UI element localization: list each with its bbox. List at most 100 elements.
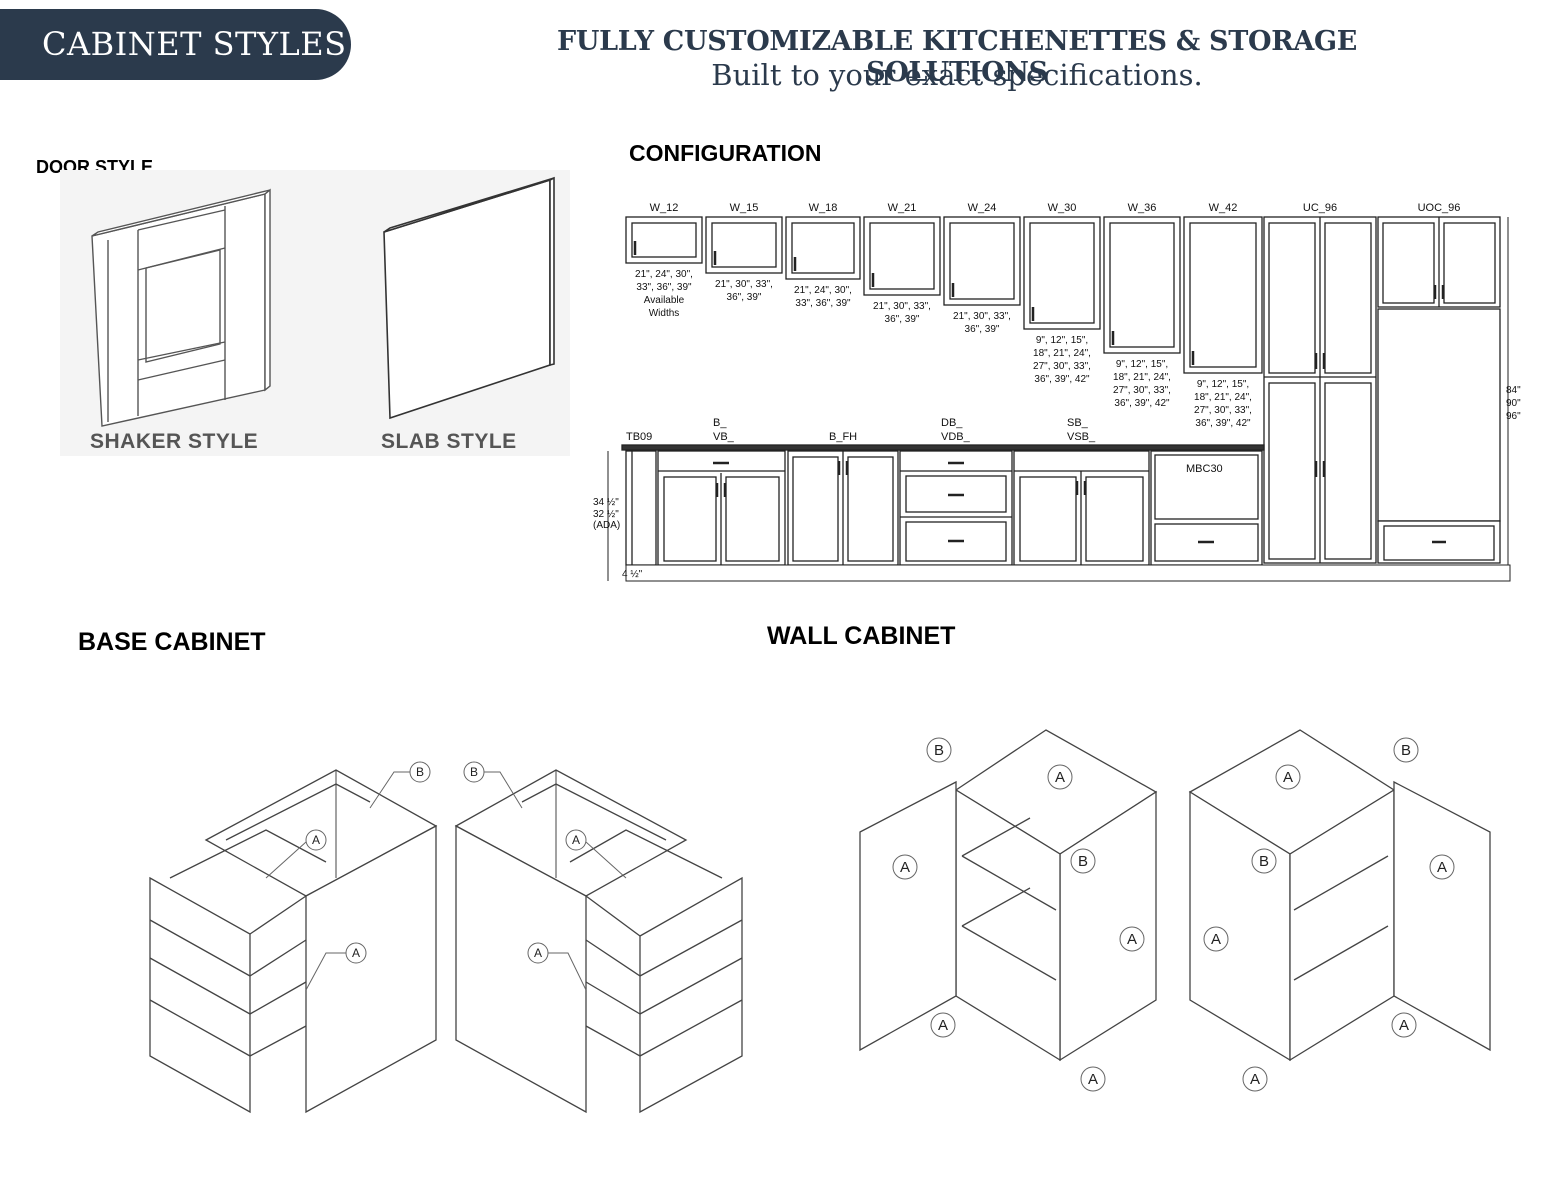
wall-cabinet-door-panel <box>1189 222 1257 368</box>
wall-unit-code: W_30 <box>1048 202 1077 214</box>
wall-callout: A <box>1250 1071 1260 1088</box>
base-height-34: 34 ½" <box>593 497 619 508</box>
wall-unit-width-line: 36", 39" <box>885 314 920 325</box>
tall-height-84: 84" <box>1506 385 1521 396</box>
wall-cabinet-box <box>1103 216 1181 354</box>
wall-cabinet-callouts <box>892 737 1455 1092</box>
callout-circle <box>305 829 327 851</box>
base-callout-b1: B <box>416 765 424 779</box>
wall-cabinet-box <box>625 216 703 264</box>
wall-unit-width-line: 36", 39", 42" <box>1114 398 1170 409</box>
wall-unit-width-line: 36", 39" <box>965 324 1000 335</box>
wall-cabinet-heading: WALL CABINET <box>767 622 956 650</box>
wall-unit-width-line: 21", 30", 33", <box>873 301 931 312</box>
wall-unit-code: W_15 <box>730 202 759 214</box>
wall-unit-code: UC_96 <box>1303 202 1337 214</box>
wall-cabinet-door-panel <box>1109 222 1175 348</box>
wall-cabinet-door-panel <box>949 222 1015 300</box>
wall-unit-code: W_18 <box>809 202 838 214</box>
wall-unit-width-line: 33", 36", 39" <box>795 298 851 309</box>
door-style-panel: SHAKER STYLE SLAB STYLE <box>60 170 570 456</box>
wall-unit-width-line: 18", 21", 24", <box>1033 348 1091 359</box>
wall-unit-width-line: 18", 21", 24", <box>1194 392 1252 403</box>
wall-callout: A <box>900 859 910 876</box>
base-label-db: DB_ <box>941 417 963 429</box>
base-label-tb09: TB09 <box>626 431 652 443</box>
base-cabinets <box>607 444 1511 582</box>
wall-unit-code: W_21 <box>888 202 917 214</box>
base-label-b: B_ <box>713 417 727 429</box>
wall-callout: A <box>1055 769 1065 786</box>
wall-unit-width-line: 21", 30", 33", <box>953 311 1011 322</box>
wall-unit-width-line: 27", 30", 33", <box>1113 385 1171 396</box>
base-label-mbc30: MBC30 <box>1186 463 1223 475</box>
wall-callout: A <box>1283 769 1293 786</box>
wall-unit-code: W_12 <box>650 202 679 214</box>
base-label-vdb: VDB_ <box>941 431 971 443</box>
wall-unit-width-line: 21", 30", 33", <box>715 279 773 290</box>
wall-unit-width-line: 21", 24", 30", <box>635 269 693 280</box>
toe-kick-height: 4 ½" <box>622 569 643 580</box>
base-label-sb: SB_ <box>1067 417 1089 429</box>
base-cabinet-drawings: A B A B A A <box>149 761 743 1114</box>
wall-unit-code: W_24 <box>968 202 997 214</box>
wall-cabinet-box <box>863 216 941 296</box>
wall-unit-width-line: 9", 12", 15", <box>1197 379 1249 390</box>
tall-height-90: 90" <box>1506 398 1521 409</box>
wall-cabinet-door-panel <box>869 222 935 290</box>
door-illustrations <box>91 176 555 427</box>
slab-style-label: SLAB STYLE <box>381 430 517 453</box>
tall-height-96: 96" <box>1506 411 1521 422</box>
base-callout-a2: A <box>352 946 360 960</box>
shaker-style-label: SHAKER STYLE <box>90 430 259 453</box>
configuration-heading: CONFIGURATION <box>629 140 822 166</box>
tall-cabinets <box>1263 216 1509 580</box>
base-callout-b2: B <box>470 765 478 779</box>
wall-cabinet-drawings: B A A B A A A B A B A A A A <box>859 729 1491 1092</box>
wall-cabinets <box>625 216 1263 374</box>
wall-unit-width-line: 21", 24", 30", <box>794 285 852 296</box>
wall-callout: A <box>1437 859 1447 876</box>
base-callout-a1: A <box>312 833 320 847</box>
wall-unit-width-line: 36", 39", 42" <box>1034 374 1090 385</box>
callout-circle <box>565 829 587 851</box>
wall-cabinet-box <box>1023 216 1101 330</box>
wall-cabinet-door-panel <box>1029 222 1095 324</box>
base-callout-a3: A <box>572 833 580 847</box>
wall-unit-width-line: 27", 30", 33", <box>1033 361 1091 372</box>
base-cabinet-callouts <box>305 761 587 964</box>
subheadline: Built to your exact specifications. <box>711 58 1203 92</box>
base-label-vsb: VSB_ <box>1067 431 1096 443</box>
shaker-door-drawing <box>91 188 271 427</box>
wall-unit-width-line: 18", 21", 24", <box>1113 372 1171 383</box>
wall-callout: B <box>1078 853 1088 870</box>
wall-cabinet-box <box>1183 216 1263 374</box>
wall-callout: A <box>1127 931 1137 948</box>
base-height-32: 32 ½" <box>593 509 619 520</box>
wall-cabinet-box <box>785 216 861 280</box>
wall-unit-width-line: 36", 39", 42" <box>1195 418 1251 429</box>
section-tab: CABINET STYLES <box>0 9 351 80</box>
wall-unit-width-line: Widths <box>649 308 680 319</box>
base-label-vb: VB_ <box>713 431 735 443</box>
wall-cabinet-box <box>943 216 1021 306</box>
wall-cabinet-door-panel <box>711 222 777 268</box>
wall-cabinet-door-panel <box>631 222 697 258</box>
headline: FULLY CUSTOMIZABLE KITCHENETTES & STORAG… <box>556 26 1358 88</box>
wall-callout: A <box>938 1017 948 1034</box>
wall-callout: B <box>934 742 944 759</box>
wall-unit-width-lists: 21", 24", 30", 33", 36", 39" AvailableWidt… <box>635 269 1252 429</box>
wall-unit-width-line: 36", 39" <box>727 292 762 303</box>
wall-unit-code: UOC_96 <box>1418 202 1461 214</box>
wall-cabinet-door-panel <box>791 222 855 274</box>
wall-callout: A <box>1211 931 1221 948</box>
wall-unit-width-line: Available <box>644 295 685 306</box>
wall-callout: A <box>1088 1071 1098 1088</box>
wall-callout: B <box>1401 742 1411 759</box>
wall-unit-code: W_36 <box>1128 202 1157 214</box>
wall-callout: A <box>1399 1017 1409 1034</box>
wall-unit-width-line: 9", 12", 15", <box>1116 359 1168 370</box>
wall-unit-width-line: 33", 36", 39" <box>636 282 692 293</box>
wall-unit-width-line: 27", 30", 33", <box>1194 405 1252 416</box>
